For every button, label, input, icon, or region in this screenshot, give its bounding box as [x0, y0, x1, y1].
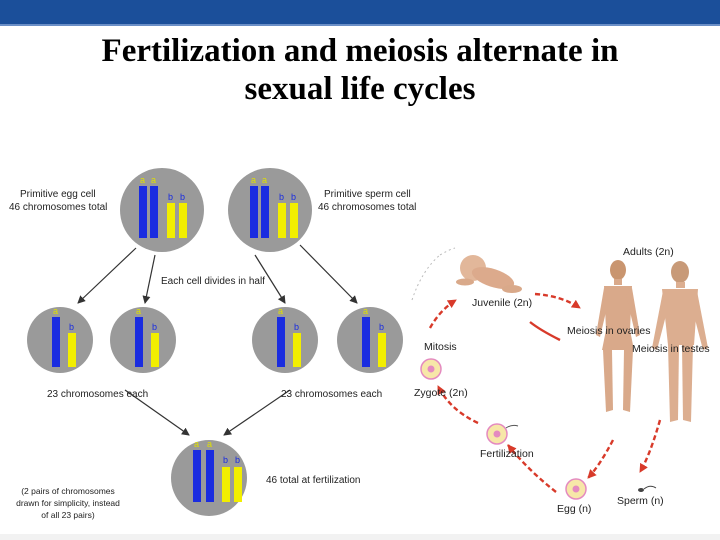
title-bar-edge	[0, 24, 720, 26]
haploid-left-label: 23 chromosomes each	[47, 389, 148, 400]
haploid-1-gene-b: b	[69, 322, 74, 332]
haploid-cell-3: a b	[252, 306, 318, 373]
zygote-label: Zygote (2n)	[414, 387, 468, 399]
meiosis-ovaries-label: Meiosis in ovaries	[567, 325, 650, 337]
haploid-right-label: 23 chromosomes each	[281, 389, 382, 400]
haploid-2-gene-b: b	[152, 322, 157, 332]
zygote-gene-a-2: a	[207, 439, 212, 449]
haploid-2-gene-a: a	[136, 306, 141, 316]
haploid-cell-2: a b	[110, 306, 176, 373]
sperm-label: Sperm (n)	[617, 495, 664, 507]
haploid-cell-1: a b	[27, 306, 93, 373]
zygote-gene-b-2: b	[235, 455, 240, 465]
adults-label: Adults (2n)	[623, 246, 674, 258]
egg-gene-a-1: a	[140, 175, 145, 185]
meiosis-arrows	[77, 244, 358, 436]
note-line-1: (2 pairs of chromosomes	[21, 486, 115, 496]
slide-title-line-1: Fertilization and meiosis alternate in	[101, 33, 619, 69]
haploid-4-gene-b: b	[379, 322, 384, 332]
male-adult-figure	[652, 261, 708, 422]
sperm-gene-b-1: b	[279, 192, 284, 202]
life-cycle-arrows	[428, 292, 662, 493]
juvenile-label: Juvenile (2n)	[472, 297, 532, 309]
bottom-strip	[0, 534, 720, 540]
divide-label: Each cell divides in half	[161, 276, 265, 287]
primitive-sperm-cell: a a b b	[228, 168, 312, 252]
haploid-3-gene-b: b	[294, 322, 299, 332]
note-line-2: drawn for simplicity, instead	[16, 498, 120, 508]
sperm-gene-a-1: a	[251, 175, 256, 185]
haploid-3-gene-a: a	[278, 306, 283, 316]
haploid-1-gene-a: a	[53, 306, 58, 316]
meiosis-testes-label: Meiosis in testes	[632, 343, 710, 355]
zygote-cell	[420, 358, 442, 380]
sperm-cell	[638, 485, 657, 492]
egg-gene-b-2: b	[180, 192, 185, 202]
juvenile-baby-figure	[456, 255, 522, 293]
title-bar-band	[0, 0, 720, 24]
zygote-gene-b-1: b	[223, 455, 228, 465]
meiosis-diagram: a a b b Primitive egg cell 46 chromosome…	[9, 168, 416, 520]
haploid-4-gene-a: a	[363, 306, 368, 316]
egg-gene-b-1: b	[168, 192, 173, 202]
sperm-gene-b-2: b	[291, 192, 296, 202]
slide-title: Fertilization and meiosis alternate in s…	[0, 32, 720, 108]
sperm-gene-a-2: a	[262, 175, 267, 185]
sperm-cell-label: Primitive sperm cell	[324, 189, 411, 200]
fertilization-cell	[486, 423, 519, 445]
egg-label: Egg (n)	[557, 503, 591, 515]
fertilization-total-label: 46 total at fertilization	[266, 475, 361, 486]
note-line-3: of all 23 pairs)	[41, 510, 95, 520]
fertilized-cell: a a b b	[171, 439, 247, 516]
egg-cell	[565, 478, 587, 500]
sperm-cell-count-label: 46 chromosomes total	[318, 202, 416, 213]
haploid-cell-4: a b	[337, 306, 403, 373]
egg-gene-a-2: a	[151, 175, 156, 185]
life-cycle-diagram: Adults (2n) Juvenile (2n) Meiosis in ova…	[411, 246, 710, 515]
zygote-gene-a-1: a	[194, 439, 199, 449]
mitosis-label: Mitosis	[424, 341, 457, 353]
fertilization-label: Fertilization	[480, 448, 534, 460]
primitive-egg-cell: a a b b	[120, 168, 204, 252]
slide-title-line-2: sexual life cycles	[244, 71, 476, 107]
egg-cell-label: Primitive egg cell	[20, 189, 96, 200]
female-adult-figure	[596, 260, 640, 412]
egg-cell-count-label: 46 chromosomes total	[9, 202, 107, 213]
